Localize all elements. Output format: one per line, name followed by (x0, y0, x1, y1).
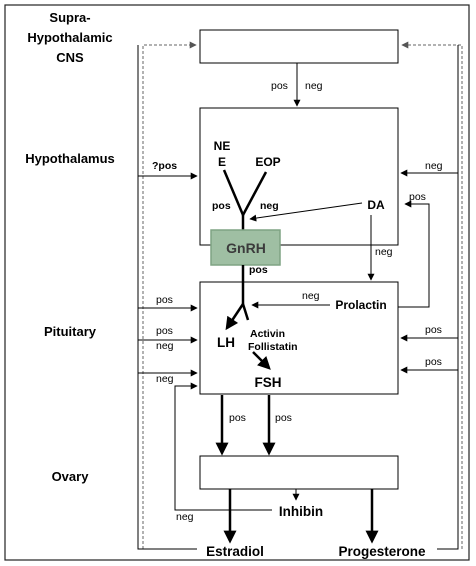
supra-box (199, 29, 399, 64)
signal-pos-left-2: pos (156, 325, 173, 337)
signal-neg-left-3: neg (156, 373, 174, 385)
signal-pos-fsh-ovary: pos (275, 412, 292, 424)
right-dashed-feedback-line (401, 41, 463, 549)
signal-pos-supra: pos (271, 80, 288, 92)
level-label-ovary: Ovary (52, 469, 90, 484)
ovary-box (199, 455, 399, 490)
signal-pos-right-2: pos (425, 356, 442, 368)
node-label-inhibin: Inhibin (279, 504, 323, 519)
arrow-da-to-gnrh (249, 202, 363, 222)
signal-neg-prolactin: neg (302, 290, 320, 302)
arrow-gnrh-to-lh (225, 303, 245, 331)
line-ne-to-gnrh (222, 169, 245, 216)
node-label-activin: Activin (250, 328, 285, 340)
right-feedback-rail (437, 45, 459, 550)
signal-neg-da: neg (260, 200, 279, 212)
node-label-fsh: FSH (255, 375, 282, 390)
signal-pos-right-1: pos (425, 324, 442, 336)
signal-neg-left-2: neg (156, 340, 174, 352)
signal-pos-lh-ovary: pos (229, 412, 246, 424)
left-dashed-feedback-line (142, 41, 197, 549)
signal-pos-prolactin-loop: pos (409, 191, 426, 203)
line-eop-to-gnrh (241, 171, 268, 216)
pituitary-box (199, 281, 399, 395)
line-gnrh-to-fsh-upper (241, 303, 250, 321)
node-label-ne: NE (214, 139, 231, 153)
arrow-prolactin-pos-to-da (398, 200, 430, 308)
node-label-gnrh: GnRH (226, 240, 266, 256)
signal-pos-left-1: pos (156, 294, 173, 306)
node-label-follistatin: Follistatin (248, 341, 298, 353)
node-label-progesterone: Progesterone (338, 544, 426, 559)
level-label-pituitary: Pituitary (44, 324, 97, 339)
signal-neg-right-hypothalamus: neg (425, 160, 443, 172)
node-label-da: DA (367, 198, 385, 212)
signal-q-pos: ?pos (152, 160, 177, 172)
node-label-eop: EOP (255, 155, 280, 169)
signal-neg-da-down: neg (375, 246, 393, 258)
level-label-supra-line3: CNS (56, 50, 84, 65)
outer-frame (4, 4, 470, 561)
level-label-hypothalamus: Hypothalamus (25, 151, 115, 166)
node-label-prolactin: Prolactin (335, 298, 386, 312)
signal-pos-gnrh: pos (249, 264, 268, 276)
node-label-estradiol: Estradiol (206, 544, 264, 559)
signal-neg-supra: neg (305, 80, 323, 92)
node-label-lh: LH (217, 335, 235, 350)
signal-pos-ne: pos (212, 200, 231, 212)
hypothalamus-box (199, 107, 399, 246)
gnrh-box (210, 229, 281, 266)
level-label-supra-line2: Hypothalamic (27, 30, 112, 45)
signal-neg-inhibin: neg (176, 511, 194, 523)
arrow-inhibin-neg-to-pituitary (174, 382, 272, 511)
level-label-supra-line1: Supra- (49, 10, 90, 25)
left-feedback-rail (137, 45, 197, 550)
node-label-e: E (218, 155, 226, 169)
arrow-activin-to-fsh (252, 351, 271, 370)
